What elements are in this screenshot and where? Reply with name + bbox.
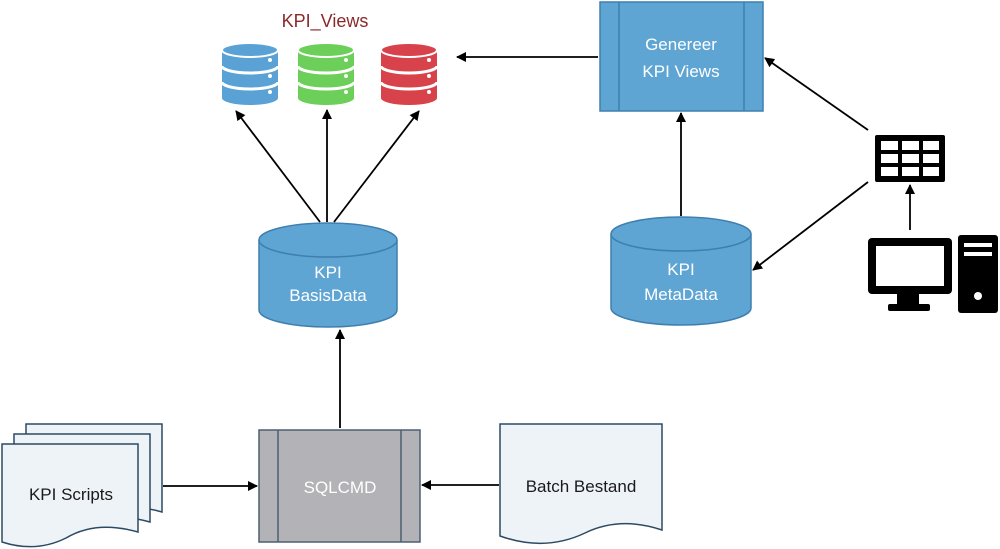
generate-label-line1: Genereer [645, 35, 717, 54]
grid-table-icon [875, 135, 945, 182]
kpi-scripts-label: KPI Scripts [29, 485, 113, 504]
metadata-label-line1: KPI [667, 260, 694, 279]
monitor-icon [868, 238, 952, 311]
metadata-label-line2: MetaData [644, 285, 718, 304]
kpi-basisdata-cylinder[interactable]: KPI BasisData [258, 222, 398, 328]
kpi-scripts-documents[interactable]: KPI Scripts [1, 423, 163, 548]
kpi-views-title: KPI_Views [282, 11, 369, 32]
basisdata-label-line1: KPI [314, 263, 341, 282]
connector-arrows [163, 52, 915, 491]
batch-bestand-document[interactable]: Batch Bestand [499, 423, 663, 544]
database-icon-red [379, 42, 439, 105]
computer-tower-icon [958, 235, 998, 313]
generate-label-line2: KPI Views [642, 62, 719, 81]
sqlcmd-label: SQLCMD [304, 478, 377, 497]
arrow-grid-to-generate [764, 57, 869, 131]
kpi-metadata-cylinder[interactable]: KPI MetaData [610, 216, 752, 326]
database-icon-green [296, 42, 356, 105]
arrow-grid-to-metadata [752, 181, 869, 271]
arrow-basis-to-red-db [333, 110, 420, 223]
generate-kpi-views-box[interactable]: Genereer KPI Views [599, 1, 764, 112]
batch-bestand-label: Batch Bestand [526, 477, 637, 496]
database-icon-blue [220, 42, 280, 105]
basisdata-label-line2: BasisData [289, 286, 367, 305]
arrow-basis-to-blue-db [235, 110, 321, 223]
sqlcmd-box[interactable]: SQLCMD [258, 429, 421, 543]
